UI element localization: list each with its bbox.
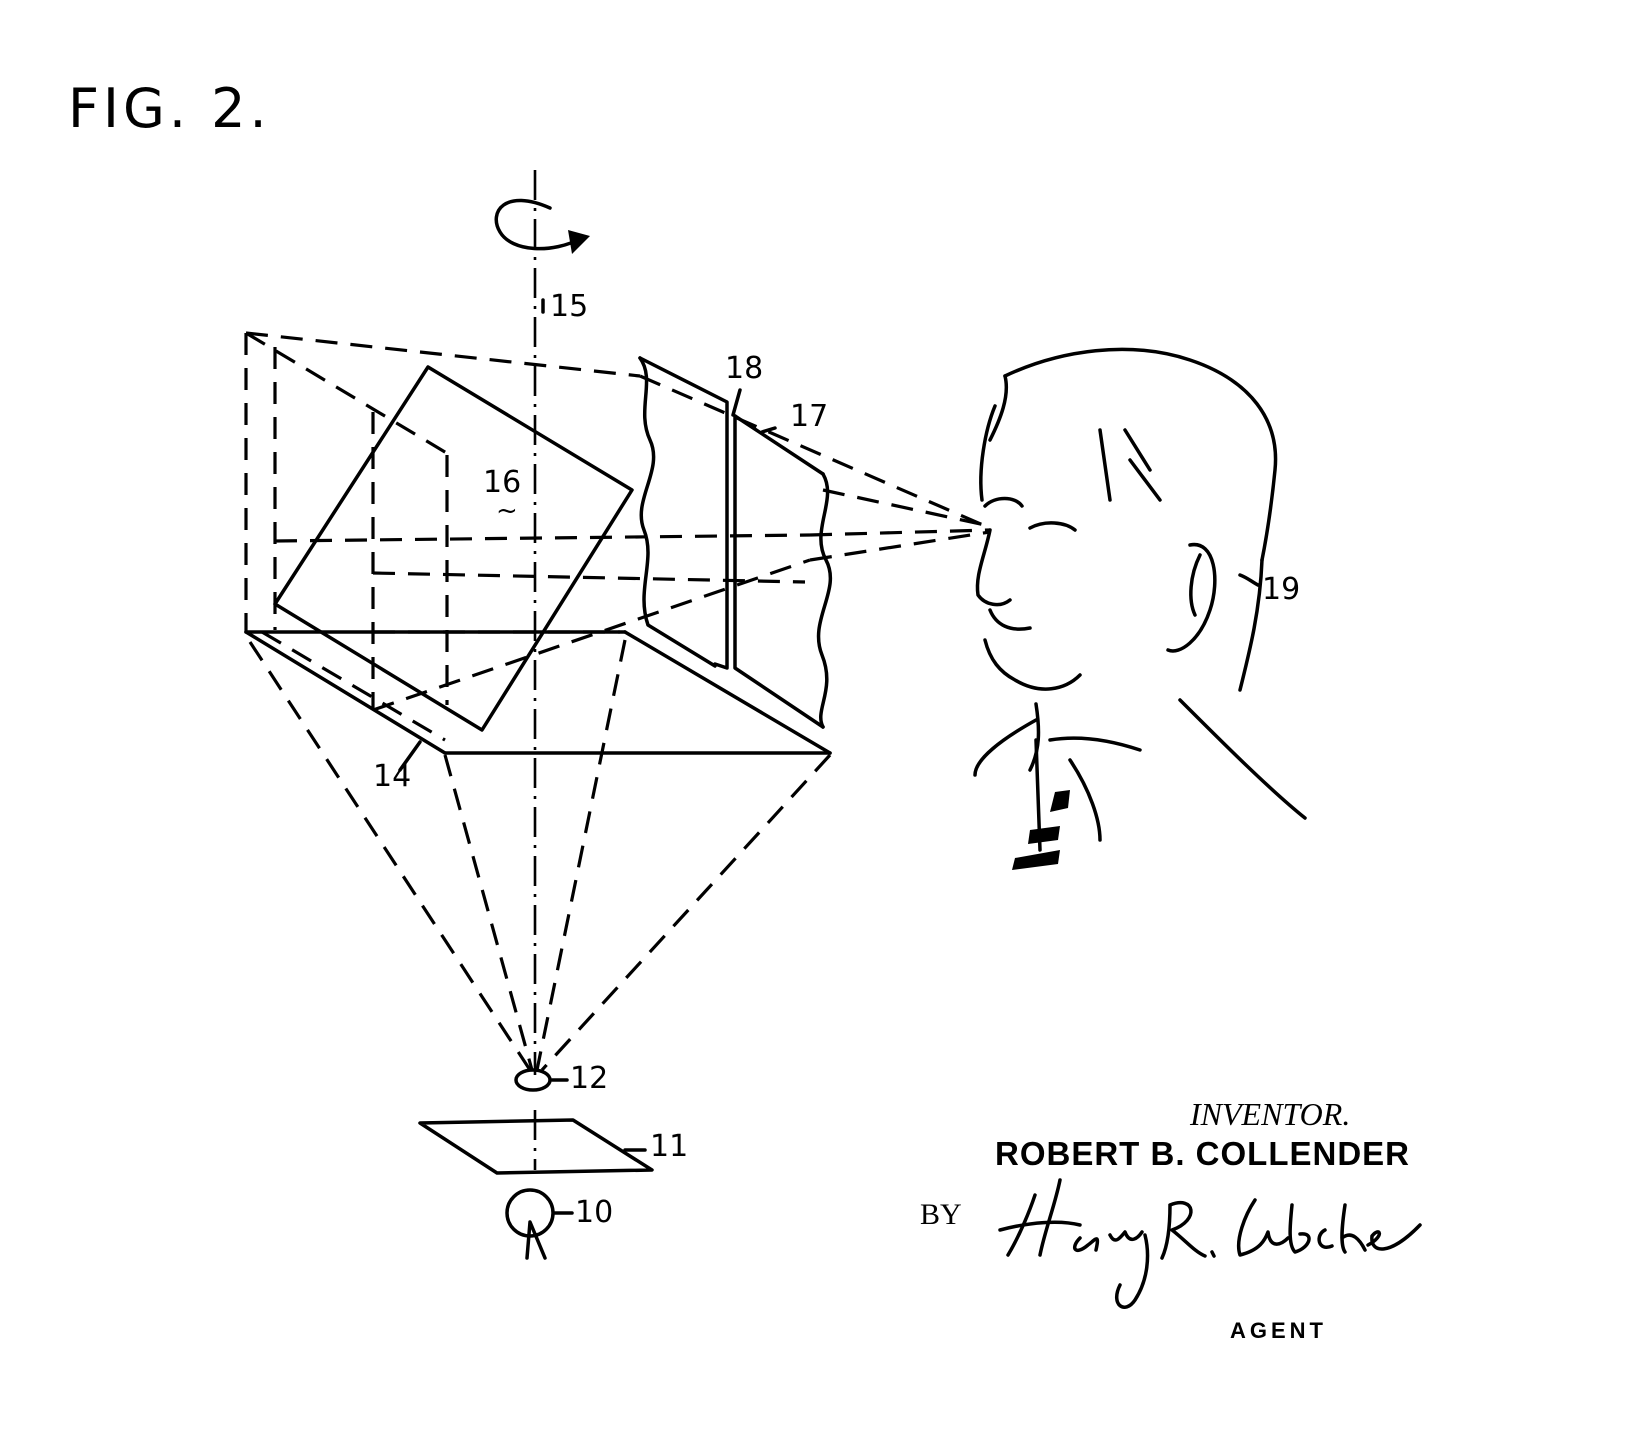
ref-label-16-tilde: ~ [496, 496, 518, 526]
inventor-label: INVENTOR. [1190, 1096, 1351, 1132]
leader-19 [1238, 573, 1260, 587]
observer-19 [973, 347, 1307, 870]
lens-12 [514, 1068, 552, 1092]
ref-label-10: 10 [575, 1195, 614, 1230]
by-label: BY [920, 1198, 962, 1231]
rotation-arrow [494, 198, 584, 251]
ref-label-14: 14 [373, 759, 412, 794]
ref-label-19: 19 [1262, 572, 1301, 607]
base-plane [244, 630, 832, 755]
leader-14 [398, 740, 422, 772]
figure-title: FIG. 2. [68, 77, 271, 140]
agent-label: AGENT [1230, 1318, 1327, 1343]
rotation-arrowhead [568, 230, 590, 254]
ref-label-18: 18 [725, 351, 764, 386]
screen-18 [638, 356, 729, 670]
projection-cone [248, 639, 832, 1072]
image-box-14-dashed [244, 331, 811, 742]
leader-17 [760, 426, 777, 434]
ref-label-15: 15 [550, 289, 589, 324]
ref-label-12: 12 [570, 1061, 609, 1096]
ref-label-11: 11 [650, 1129, 689, 1164]
sight-lines [639, 374, 991, 562]
agent-signature-image [998, 1178, 1422, 1309]
ref-label-17: 17 [790, 399, 829, 434]
leader-18 [731, 388, 742, 417]
slide-11 [418, 1118, 654, 1175]
mirror-16 [273, 365, 634, 732]
inventor-name: ROBERT B. COLLENDER [995, 1135, 1410, 1172]
screen-17 [733, 414, 833, 729]
ref-label-16: 16 [483, 465, 522, 500]
